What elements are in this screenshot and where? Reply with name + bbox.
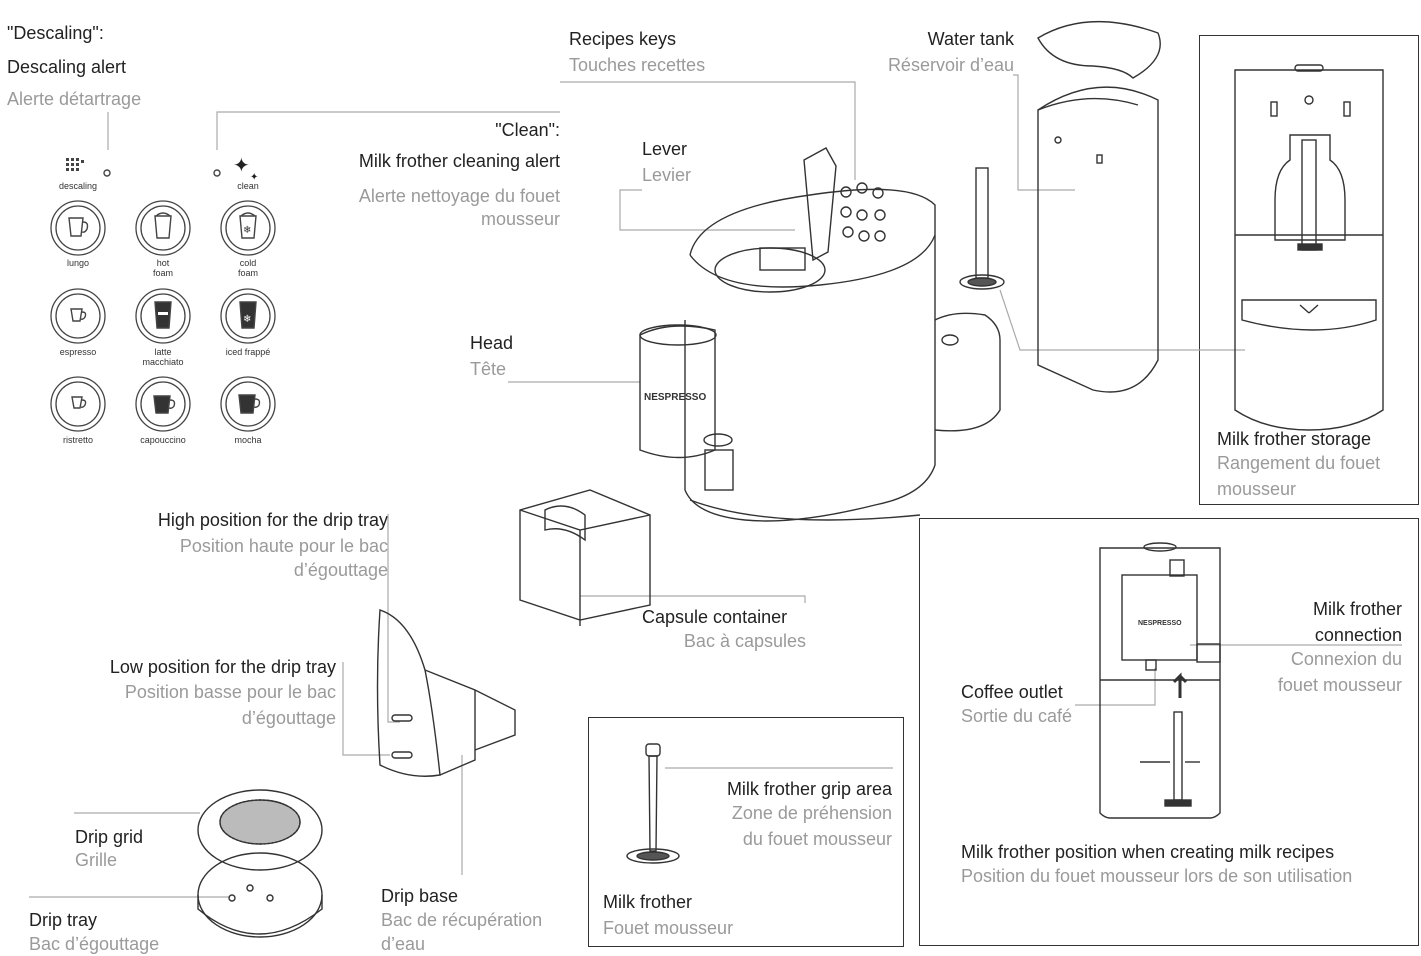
connection-en-1: Milk frother — [1312, 599, 1402, 619]
up-arrow-icon — [1172, 672, 1188, 698]
btn-label-hot-foam: hot foam — [152, 258, 173, 278]
recipes-keys-en: Recipes keys — [569, 29, 677, 49]
lever-fr: Levier — [642, 165, 692, 185]
recipes-keys-fr: Touches recettes — [569, 55, 706, 75]
leader-lines — [29, 74, 1402, 898]
descaling-led-icon — [103, 169, 111, 177]
frother-fr: Fouet mousseur — [603, 918, 734, 938]
ristretto-cup-icon — [71, 396, 87, 409]
lever-en: Lever — [642, 139, 688, 159]
milk-frother-standalone — [959, 167, 1005, 290]
btn-label-espresso: espresso — [59, 347, 97, 357]
clean-alert-fr-1: Alerte nettoyage du fouet — [358, 186, 560, 206]
low-position-fr-2: d’égouttage — [241, 708, 336, 728]
clean-alert-fr-2: mousseur — [480, 209, 560, 229]
head-en: Head — [470, 333, 514, 353]
clean-alert-en: Milk frother cleaning alert — [358, 151, 560, 171]
low-position-fr-1: Position basse pour le bac — [124, 682, 336, 702]
storage-view — [1234, 64, 1384, 431]
storage-en: Milk frother storage — [1217, 429, 1372, 449]
drip-grid-fr: Grille — [75, 850, 118, 870]
connection-fr-1: Connexion du — [1290, 649, 1402, 669]
descaling-alert-en: Descaling alert — [7, 57, 127, 77]
milk-position-view: NESPRESSO — [1099, 542, 1221, 819]
milk-position-panel — [919, 518, 1419, 946]
clean-led-icon — [213, 169, 221, 177]
btn-label-ristretto: ristretto — [62, 435, 93, 445]
btn-label-mocha: mocha — [234, 435, 262, 445]
coffee-machine-body: NESPRESSO — [639, 147, 1001, 522]
connection-en-2: connection — [1314, 625, 1402, 645]
capsule-en: Capsule container — [642, 607, 788, 627]
iced-frappe-cup-icon: ❄ — [239, 301, 257, 329]
coffee-outlet-fr: Sortie du café — [961, 706, 1073, 726]
descaling-icon — [66, 158, 84, 171]
control-panel: ✦ ✦ ❄ ❄ — [50, 155, 276, 432]
low-position-en: Low position for the drip tray — [109, 657, 336, 677]
clean-title: "Clean": — [495, 120, 560, 140]
drip-base-fr-1: Bac de récupération — [381, 910, 543, 930]
position-en: Milk frother position when creating milk… — [961, 842, 1335, 862]
drip-tray-fr: Bac d’égouttage — [29, 934, 160, 954]
drip-grid-en: Drip grid — [75, 827, 144, 847]
grip-fr-1: Zone de préhension — [731, 803, 892, 823]
drip-tray — [197, 852, 323, 938]
mocha-cup-icon — [238, 394, 261, 414]
svg-text:❄: ❄ — [243, 314, 251, 325]
cappuccino-cup-icon — [153, 395, 176, 414]
frother-en: Milk frother — [603, 892, 693, 912]
descaling-alert-fr: Alerte détartrage — [7, 89, 142, 109]
capsule-container — [519, 489, 651, 626]
connection-fr-2: fouet mousseur — [1277, 675, 1402, 695]
btn-label-lungo: lungo — [66, 258, 90, 268]
clean-sparkle-icon: ✦ — [233, 155, 250, 177]
btn-label-capouccino: capouccino — [140, 435, 186, 445]
cold-foam-cup-icon: ❄ — [239, 212, 257, 239]
btn-label-cold-foam: cold foam — [237, 258, 258, 278]
milk-frother-view — [626, 743, 680, 864]
clean-icon-label: clean — [237, 181, 259, 191]
recipe-keys — [840, 182, 886, 242]
drip-base — [376, 609, 516, 777]
head-fr: Tête — [470, 359, 507, 379]
water-tank — [1037, 21, 1161, 393]
water-tank-en: Water tank — [927, 29, 1014, 49]
svg-text:✦: ✦ — [250, 172, 258, 183]
panel-brand: NESPRESSO — [1138, 620, 1182, 627]
grip-en: Milk frother grip area — [726, 779, 892, 799]
coffee-outlet-en: Coffee outlet — [961, 682, 1063, 702]
drip-grid — [197, 789, 323, 871]
position-fr: Position du fouet mousseur lors de son u… — [961, 866, 1353, 886]
latte-cup-icon — [154, 301, 172, 329]
descaling-icon-label: descaling — [58, 181, 98, 191]
storage-panel — [1199, 35, 1419, 505]
water-tank-fr: Réservoir d’eau — [887, 55, 1014, 75]
btn-label-latte: latte macchiato — [142, 347, 184, 367]
high-position-fr-2: d’égouttage — [293, 560, 388, 580]
drip-base-fr-2: d’eau — [381, 934, 426, 954]
grip-fr-2: du fouet mousseur — [742, 829, 892, 849]
capsule-fr: Bac à capsules — [683, 631, 806, 651]
storage-fr-2: mousseur — [1217, 479, 1297, 499]
lungo-cup-icon — [68, 217, 89, 237]
espresso-cup-icon — [70, 308, 87, 322]
high-position-en: High position for the drip tray — [157, 510, 388, 530]
head-brand: NESPRESSO — [644, 392, 706, 403]
svg-text:❄: ❄ — [243, 225, 251, 236]
milk-frother-panel — [588, 717, 904, 947]
btn-label-iced-frappe: iced frappé — [225, 347, 271, 357]
descaling-title: "Descaling": — [7, 23, 104, 43]
hot-foam-cup-icon — [154, 212, 172, 239]
drip-base-en: Drip base — [381, 886, 459, 906]
high-position-fr-1: Position haute pour le bac — [179, 536, 388, 556]
storage-fr-1: Rangement du fouet — [1217, 453, 1381, 473]
drip-tray-en: Drip tray — [29, 910, 98, 930]
